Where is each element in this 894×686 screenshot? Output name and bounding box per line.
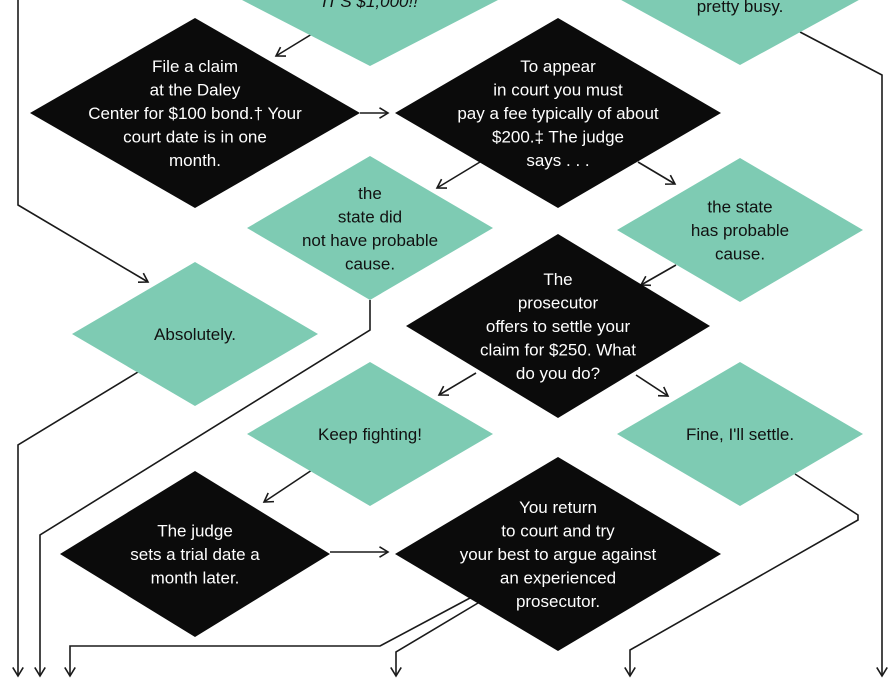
arrow-absolutely-down: [17, 371, 139, 676]
arrow-appear-to-has-cause-head: [664, 174, 677, 185]
arrow-keep-to-trial: [263, 469, 313, 503]
arrow-keep-to-trial-head: [262, 492, 275, 503]
node-settle-shape: [617, 362, 863, 506]
node-file-claim-shape: [30, 18, 360, 208]
arrow-appear-to-has-cause: [637, 161, 676, 185]
arrow-pretty-busy-down: [799, 31, 883, 676]
arrow-to-file-claim: [275, 33, 313, 57]
arrow-has-cause-to-offer: [640, 264, 677, 286]
arrow-absolutely-down-head: [12, 667, 24, 678]
arrow-return-mid-down: [395, 602, 479, 676]
connector-lines: [12, 0, 888, 678]
node-absolutely-label: Absolutely.: [154, 325, 236, 344]
node-settle-label: Fine, I'll settle.: [686, 425, 794, 444]
node-appear-court-shape: [395, 18, 721, 208]
node-no-probable-cause-shape: [247, 156, 493, 300]
arrow-return-left-down-head: [64, 667, 76, 678]
arrow-top-left-drop: [17, 0, 149, 283]
arrow-top-left-drop-head: [137, 272, 150, 283]
arrow-return-left-down: [69, 597, 471, 676]
node-keep-fighting-shape: [247, 362, 493, 506]
node-its-1000-shape: [242, 0, 498, 66]
arrow-appear-to-no-cause-head: [435, 178, 448, 189]
node-prosecutor-offer-shape: [406, 234, 710, 418]
arrow-to-file-claim-head: [274, 46, 287, 57]
node-has-probable-cause-shape: [617, 158, 863, 302]
node-pretty-busy-label: pretty busy.: [697, 0, 784, 16]
arrow-appear-to-no-cause: [436, 161, 481, 189]
arrow-offer-to-settle: [635, 374, 669, 397]
node-absolutely-shape: [72, 262, 318, 406]
node-its-1000-label: IT'S $1,000!!: [322, 0, 418, 11]
arrow-return-mid-down-head: [390, 667, 402, 678]
arrow-offer-to-settle-head: [657, 386, 670, 397]
node-return-court-shape: [395, 457, 721, 651]
arrow-settle-down: [629, 473, 859, 676]
arrow-no-cause-down: [39, 300, 371, 676]
arrow-trial-to-return-head: [379, 546, 390, 558]
arrow-settle-down-head: [624, 667, 636, 678]
arrow-offer-to-keep: [438, 372, 477, 396]
arrow-offer-to-keep-head: [437, 385, 450, 396]
node-trial-date-shape: [60, 471, 330, 637]
arrow-file-to-appear-head: [379, 107, 390, 119]
node-keep-fighting-label: Keep fighting!: [318, 425, 422, 444]
arrow-pretty-busy-down-head: [876, 667, 888, 678]
arrow-no-cause-down-head: [34, 667, 46, 678]
node-pretty-busy-shape: [621, 0, 859, 65]
